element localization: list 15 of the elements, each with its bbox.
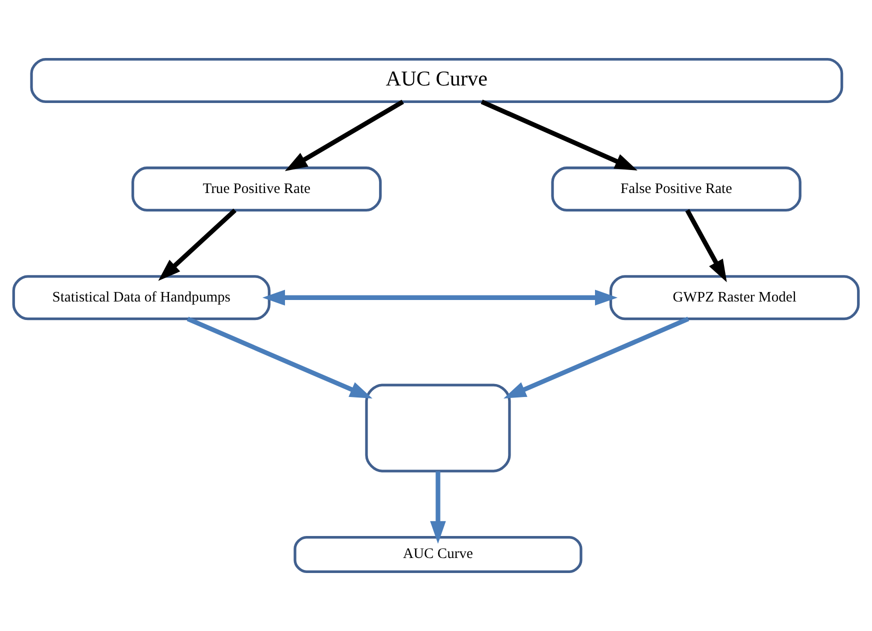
node-box: AUC Curve (294, 536, 582, 574)
node-box: True Positive Rate (131, 166, 382, 212)
arrow (262, 290, 618, 306)
arrow (186, 316, 372, 398)
arrow (430, 471, 446, 544)
arrow (480, 100, 638, 171)
node-box: Statistical Data of Handpumps (12, 275, 270, 320)
node-box: GWPZ Raster Model (609, 275, 860, 320)
arrow (284, 100, 404, 172)
arrow (158, 208, 236, 281)
node-box: False Positive Rate (551, 166, 802, 212)
arrow (504, 316, 690, 398)
node-box (365, 384, 511, 472)
arrow (685, 209, 727, 282)
node-box: AUC Curve (30, 58, 844, 103)
